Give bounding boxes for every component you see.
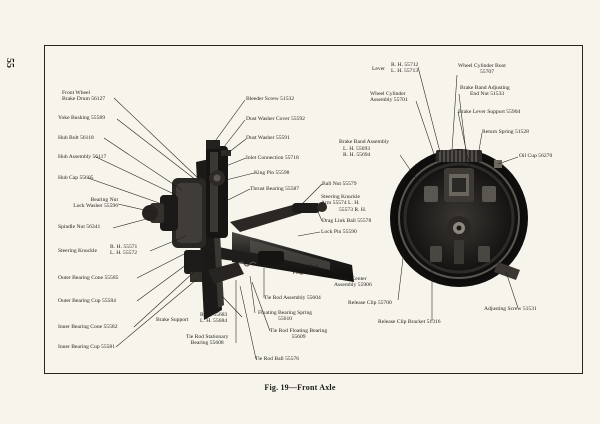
label-line: Wheel Cylinder (370, 91, 406, 97)
label-line: 55610 (278, 316, 293, 323)
label-brake-band-assembly: Brake Band Assembly (339, 139, 390, 145)
label-line: 55707 (480, 69, 494, 76)
label-line: R. H. 55712 (391, 62, 419, 68)
label-line: Assembly 55701 (370, 97, 408, 104)
label-release-clip-bracket: Release Clip Bracket 51316 (378, 319, 441, 325)
label-line: Tie Rod (300, 264, 318, 270)
label-lever: Lever (372, 66, 386, 72)
label-dust-washer-cover: Dust Washer Cover 55592 (246, 116, 305, 122)
label-tie-rod-plug: Tie Rod Plug 55611 (282, 264, 318, 277)
label-line: Bearing 55608 (190, 340, 224, 347)
label-line: Brake Drum 56127 (62, 96, 106, 103)
label-hub-assembly: Hub Assembly 56117 (58, 154, 107, 160)
label-wheel-cylinder-assembly: Wheel Cylinder Assembly 55701 (370, 91, 408, 104)
label-brake-support-numbers: R. H. 55683 L. H. 55684 (200, 312, 227, 325)
label-hub-cap: Hub Cap 55605 (58, 175, 94, 181)
label-line: Arm 55574 L. H. (321, 200, 360, 207)
label-line: Lock Washer 55596 (73, 203, 118, 210)
label-line: Tie Rod Floating Bearing (270, 328, 328, 334)
label-steering-knuckle-numbers: R. H. 55571 L. H. 55572 (110, 244, 137, 257)
label-line: Brake Band Adjusting (460, 85, 510, 91)
label-bearing-nut-lock-washer: Bearing Nut Lock Washer 55596 (58, 197, 118, 210)
label-return-spring: Return Spring 51528 (482, 129, 529, 135)
label-line: Axle Center (339, 276, 367, 282)
label-line: End Nut 51533 (470, 91, 505, 98)
label-line: L. H. 55684 (200, 318, 228, 325)
label-line: Floating Bearing Spring (258, 310, 313, 316)
label-oil-cup: Oil Cup 56270 (519, 153, 553, 159)
label-thrust-bearing: Thrust Bearing 55587 (250, 186, 300, 192)
label-brake-support: Brake Support (156, 317, 189, 323)
label-lock-pin: Lock Pin 55590 (321, 229, 357, 235)
label-front-wheel-brake-drum: Front Wheel Brake Drum 56127 (62, 90, 105, 103)
label-dust-washer: Dust Washer 55591 (246, 135, 290, 141)
label-tie-rod-stationary-bearing: Tie Rod Stationary Bearing 55608 (186, 334, 228, 347)
label-drag-link-ball: Drag Link Ball 55578 (322, 218, 372, 224)
label-wheel-cylinder-boot: Wheel Cylinder Boot 55707 (458, 63, 506, 76)
label-outer-bearing-cone: Outer Bearing Cone 55585 (58, 275, 119, 281)
hub-assembly-drawing (142, 140, 354, 320)
label-bleeder-screw: Bleeder Screw 51532 (246, 96, 295, 102)
label-hub-bolt: Hub Bolt 56118 (58, 135, 94, 141)
label-line: 55573 R. H. (339, 206, 367, 213)
label-line: R. H. 55683 (200, 312, 228, 318)
label-line: Wheel Cylinder Boot (458, 63, 506, 69)
label-line: L. H. 55713 (391, 68, 419, 75)
label-line: Steering Knuckle (321, 194, 360, 200)
figure-frame (44, 45, 583, 374)
label-inlet-connection: Inlet Connection 55718 (246, 155, 299, 161)
label-inner-bearing-cone: Inner Bearing Cone 55582 (58, 324, 118, 330)
label-steering-knuckle-arm: Steering Knuckle Arm 55574 L. H. 55573 R… (321, 194, 366, 213)
label-lever-numbers: R. H. 55712 L. H. 55713 (391, 62, 418, 75)
label-brake-band-assembly-numbers: L. H. 55693 R. H. 55694 (343, 146, 370, 159)
label-tie-rod-floating-bearing: Tie Rod Floating Bearing 55609 (270, 328, 327, 341)
label-king-pin: King Pin 55598 (254, 170, 290, 176)
label-line: L. H. 55693 (343, 146, 371, 152)
label-ball-nut: Ball Nut 55579 (322, 181, 357, 187)
label-brake-lever-support: Brake Lever Support 55904 (458, 109, 521, 115)
label-line: L. H. 55572 (110, 250, 138, 257)
brake-drum-drawing (390, 149, 528, 287)
label-line: 55609 (291, 334, 306, 341)
label-tie-rod-ball: Tie Rod Ball 55576 (255, 356, 300, 362)
figure-caption: Fig. 19—Front Axle (264, 383, 336, 392)
label-line: Front Wheel (62, 90, 91, 96)
label-line: R. H. 55571 (110, 244, 138, 250)
label-adjusting-screw: Adjusting Screw 51531 (484, 306, 537, 312)
label-tie-rod-assembly: Tie Rod Assembly 55604 (264, 295, 321, 301)
label-steering-knuckle: Steering Knuckle (58, 248, 97, 254)
label-yoke-bushing: Yoke Bushing 55589 (58, 115, 105, 121)
label-line: Tie Rod Stationary (186, 334, 229, 340)
label-line: R. H. 55694 (343, 152, 371, 159)
label-line: Plug 55611 (292, 270, 318, 277)
label-line: Assembly 55906 (334, 282, 372, 289)
label-brake-band-adjusting-end-nut: Brake Band Adjusting End Nut 51533 (460, 85, 510, 98)
label-line: Bearing Nut (90, 197, 119, 203)
leader-lines (87, 66, 519, 360)
label-inner-bearing-cup: Inner Bearing Cup 55581 (58, 344, 116, 350)
label-floating-bearing-spring: Floating Bearing Spring 55610 (258, 310, 312, 323)
label-spindle-nut: Spindle Nut 56341 (58, 224, 101, 230)
label-release-clip: Release Clip 55700 (348, 300, 392, 306)
label-axle-center-assembly: Axle Center Assembly 55906 (334, 276, 372, 289)
label-outer-bearing-cup: Outer Bearing Cup 55584 (58, 298, 116, 304)
